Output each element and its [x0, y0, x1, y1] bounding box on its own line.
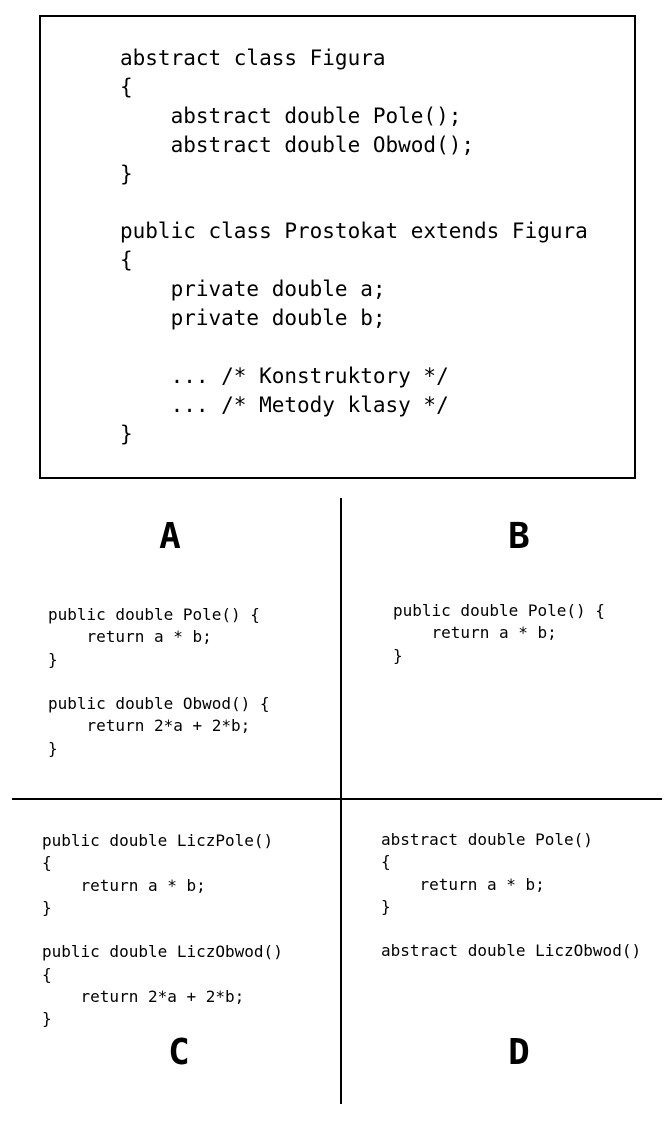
option-c-label: C	[168, 1032, 190, 1073]
option-d-label: D	[508, 1032, 530, 1073]
option-d-code: abstract double Pole() { return a * b; }…	[381, 830, 642, 961]
option-c-code: public double LiczPole() { return a * b;…	[42, 831, 283, 1029]
option-b-code: public double Pole() { return a * b; }	[393, 601, 605, 665]
vertical-divider-top	[340, 498, 342, 798]
horizontal-divider	[12, 798, 662, 800]
option-a-label: A	[159, 516, 181, 557]
vertical-divider-bottom	[340, 800, 342, 1104]
class-definition-box	[39, 15, 636, 479]
option-b-label: B	[508, 516, 530, 557]
class-definition-code: abstract class Figura { abstract double …	[120, 46, 588, 446]
option-a-code: public double Pole() { return a * b; } p…	[48, 605, 270, 758]
